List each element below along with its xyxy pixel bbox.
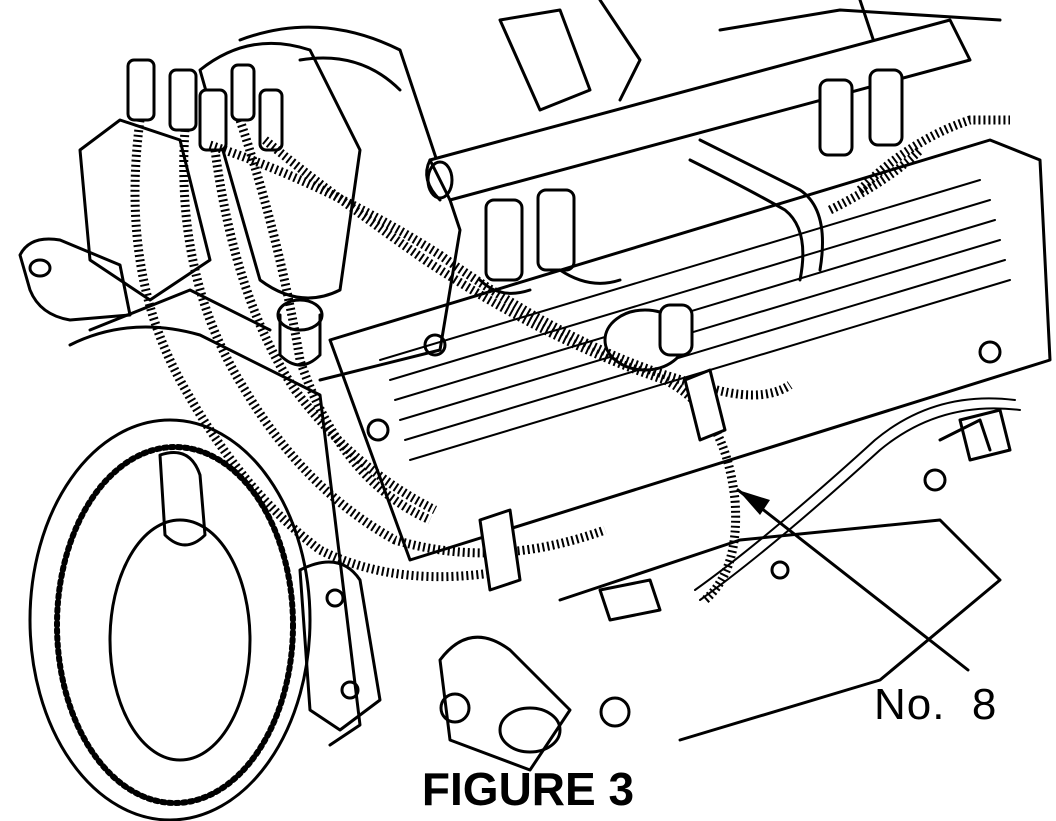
callout-leader-no8 bbox=[736, 488, 970, 672]
timing-cover bbox=[68, 288, 382, 747]
bracket bbox=[18, 118, 212, 322]
vacuum-hose bbox=[688, 138, 824, 282]
spark-plug-wires bbox=[130, 115, 1021, 604]
fuel-injectors bbox=[478, 68, 904, 295]
figure-caption: FIGURE 3 bbox=[421, 763, 635, 815]
callout-arrowhead bbox=[738, 490, 770, 515]
crank-pulley bbox=[28, 418, 312, 821]
distributor-cap bbox=[126, 41, 362, 300]
exhaust-manifold bbox=[438, 408, 1012, 772]
callout-label-no8: No. 8 bbox=[874, 680, 998, 729]
oil-filler bbox=[276, 298, 694, 372]
fuel-rail bbox=[425, 18, 972, 202]
valve-cover bbox=[328, 138, 1052, 562]
